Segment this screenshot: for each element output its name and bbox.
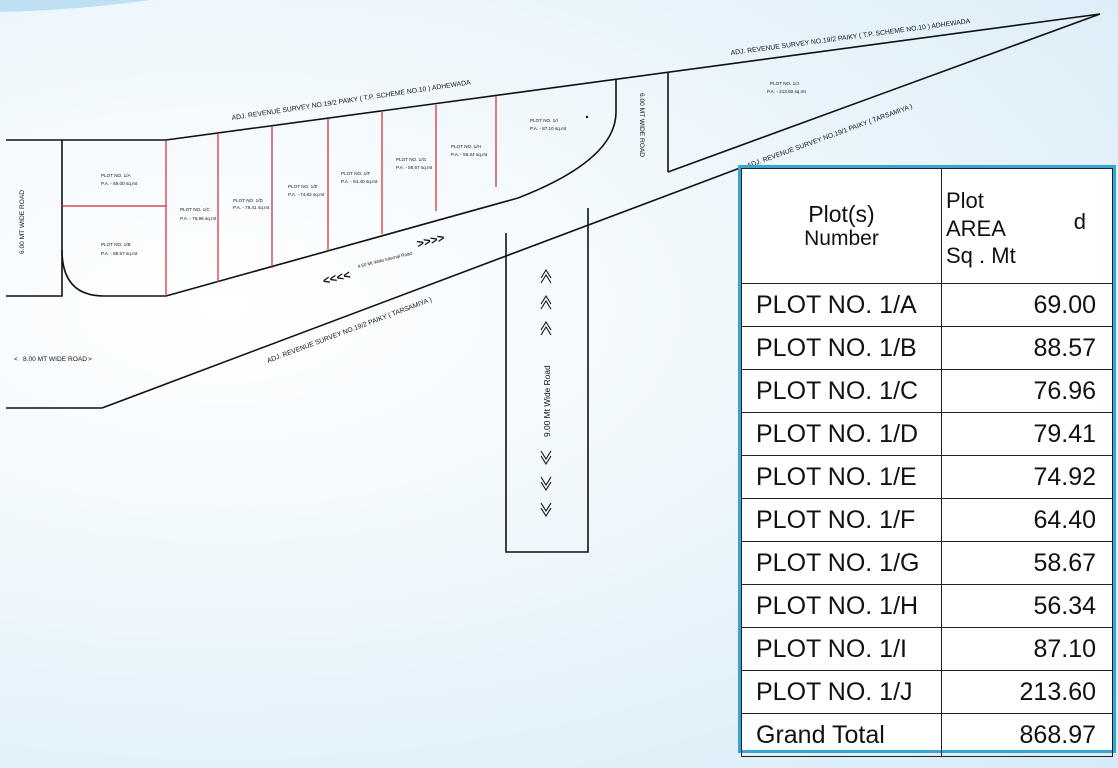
table-row: PLOT NO. 1/B 88.57 (741, 326, 1113, 370)
plot-area-cell: 213.60 (941, 670, 1113, 714)
left-road-arrow-right: > (88, 356, 92, 363)
internal-road-arrows-right: >>>> (415, 231, 446, 251)
table-row: PLOT NO. 1/F 64.40 (741, 498, 1113, 542)
plot-area-cell: 69.00 (941, 283, 1113, 327)
plot-name-cell: PLOT NO. 1/C (741, 369, 942, 413)
plot-label-1f-name: PLOT NO. 1/F (341, 171, 370, 176)
plot-label-1e-area: P.A. - 74.92 sq.mt (288, 192, 325, 197)
header-plot-area-line3: Sq . Mt (946, 243, 1016, 268)
plot-dividers (62, 96, 497, 296)
plot-name-cell: PLOT NO. 1/A (741, 283, 942, 327)
table-row: PLOT NO. 1/D 79.41 (741, 412, 1113, 456)
plot-name-cell: PLOT NO. 1/D (741, 412, 942, 456)
corner-decoration (0, 0, 150, 12)
grand-total-row: Grand Total 868.97 (741, 713, 1113, 757)
table-row: PLOT NO. 1/C 76.96 (741, 369, 1113, 413)
plot-name-cell: PLOT NO. 1/I (741, 627, 942, 671)
road-labels: 6.00 MT WIDE ROAD < 8.00 MT WIDE ROAD > … (14, 93, 645, 437)
plot-label-1e-name: PLOT NO. 1/E (288, 184, 318, 189)
internal-road-label: 4.50 Mt Wide Internal Road (357, 250, 413, 268)
left-road-label: 6.00 MT WIDE ROAD (19, 190, 26, 254)
grand-total-value: 868.97 (941, 713, 1113, 757)
plot-area-table: Plot(s) Number Plot AREA Sq . Mt d PLOT … (738, 165, 1116, 757)
left-road-arrow-left: < (14, 356, 18, 363)
survey-label-bottom-middle: ADJ. REVENUE SURVEY NO.19/2 PAIKY ( TARS… (266, 297, 433, 365)
plot-area-cell: 64.40 (941, 498, 1113, 542)
vertical-road-chevrons (540, 268, 552, 518)
plot-label-1d-area: P.A. - 79.41 sq.mt (233, 205, 270, 210)
plot-name-cell: PLOT NO. 1/H (741, 584, 942, 628)
header-stray-character: d (1073, 209, 1086, 234)
plot-area-cell: 74.92 (941, 455, 1113, 499)
internal-road-arrows-left: <<<< (321, 268, 352, 288)
plot-area-cell: 79.41 (941, 412, 1113, 456)
plot-label-1i-area: P.A. - 87.10 sq.mt (530, 126, 567, 131)
plot-label-1b-area: P.A. - 88.57 sq.mt (101, 251, 138, 256)
plot-label-1f-area: P.A. - 64.40 sq.mt (341, 179, 378, 184)
header-plot-area-line2: AREA (946, 215, 1006, 241)
plot-area-cell: 58.67 (941, 541, 1113, 585)
plot-name-cell: PLOT NO. 1/E (741, 455, 942, 499)
plot-name-cell: PLOT NO. 1/F (741, 498, 942, 542)
plot-label-1j-area: P.A. - 213.60 sq.mt (767, 89, 806, 94)
plot-label-1d-name: PLOT NO. 1/D (233, 198, 263, 203)
plot-area-cell: 88.57 (941, 326, 1113, 370)
grand-total-label: Grand Total (741, 713, 942, 757)
table-row: PLOT NO. 1/G 58.67 (741, 541, 1113, 585)
table-row: PLOT NO. 1/I 87.10 (741, 627, 1113, 671)
table-row: PLOT NO. 1/J 213.60 (741, 670, 1113, 714)
plot-label-1h-area: P.A. - 56.34 sq.mt (451, 152, 488, 157)
vertical-road-label: 9.00 Mt Wide Road (542, 365, 552, 437)
plot-area-cell: 76.96 (941, 369, 1113, 413)
plot-label-1c-area: P.A. - 76.96 sq.mt (180, 216, 217, 221)
plot-label-1a-area: P.A. - 69.00 sq.mt (101, 181, 138, 186)
plot-label-1g-area: P.A. - 58.67 sq.mt (396, 165, 433, 170)
top-right-road-label: 6.00 MT WIDE ROAD (638, 93, 645, 157)
table-row: PLOT NO. 1/H 56.34 (741, 584, 1113, 628)
bottom-left-road-label: 8.00 MT WIDE ROAD (23, 356, 87, 363)
plot-label-1i-name: PLOT NO. 1/I (530, 118, 558, 123)
table-header-row: Plot(s) Number Plot AREA Sq . Mt d (741, 168, 1113, 284)
survey-point-marker (585, 115, 589, 119)
plot-label-1j-name: PLOT NO. 1/J (770, 81, 799, 86)
plot-labels: PLOT NO. 1/A P.A. - 69.00 sq.mt PLOT NO.… (101, 81, 806, 256)
plot-name-cell: PLOT NO. 1/G (741, 541, 942, 585)
plot-label-1a-name: PLOT NO. 1/A (101, 173, 131, 178)
table-row: PLOT NO. 1/A 69.00 (741, 283, 1113, 327)
header-plot-number-line1: Plot(s) (808, 200, 875, 227)
header-plot-area-line1: Plot (946, 188, 984, 213)
plot-area-cell: 87.10 (941, 627, 1113, 671)
plot-name-cell: PLOT NO. 1/J (741, 670, 942, 714)
plan-boundaries (6, 13, 1101, 553)
plot-label-1b-name: PLOT NO. 1/B (101, 242, 131, 247)
plot-name-cell: PLOT NO. 1/B (741, 326, 942, 370)
header-plot-area: Plot AREA Sq . Mt d (941, 168, 1113, 284)
header-plot-number: Plot(s) Number (741, 168, 942, 284)
plot-label-1c-name: PLOT NO. 1/C (180, 207, 210, 212)
header-plot-number-line2: Number (804, 227, 879, 251)
table-row: PLOT NO. 1/E 74.92 (741, 455, 1113, 499)
plot-label-1g-name: PLOT NO. 1/G (396, 157, 426, 162)
plot-area-cell: 56.34 (941, 584, 1113, 628)
survey-label-top-right: ADJ. REVENUE SURVEY NO.19/2 PAIKY ( T.P.… (730, 18, 971, 57)
plot-label-1h-name: PLOT NO. 1/H (451, 144, 481, 149)
